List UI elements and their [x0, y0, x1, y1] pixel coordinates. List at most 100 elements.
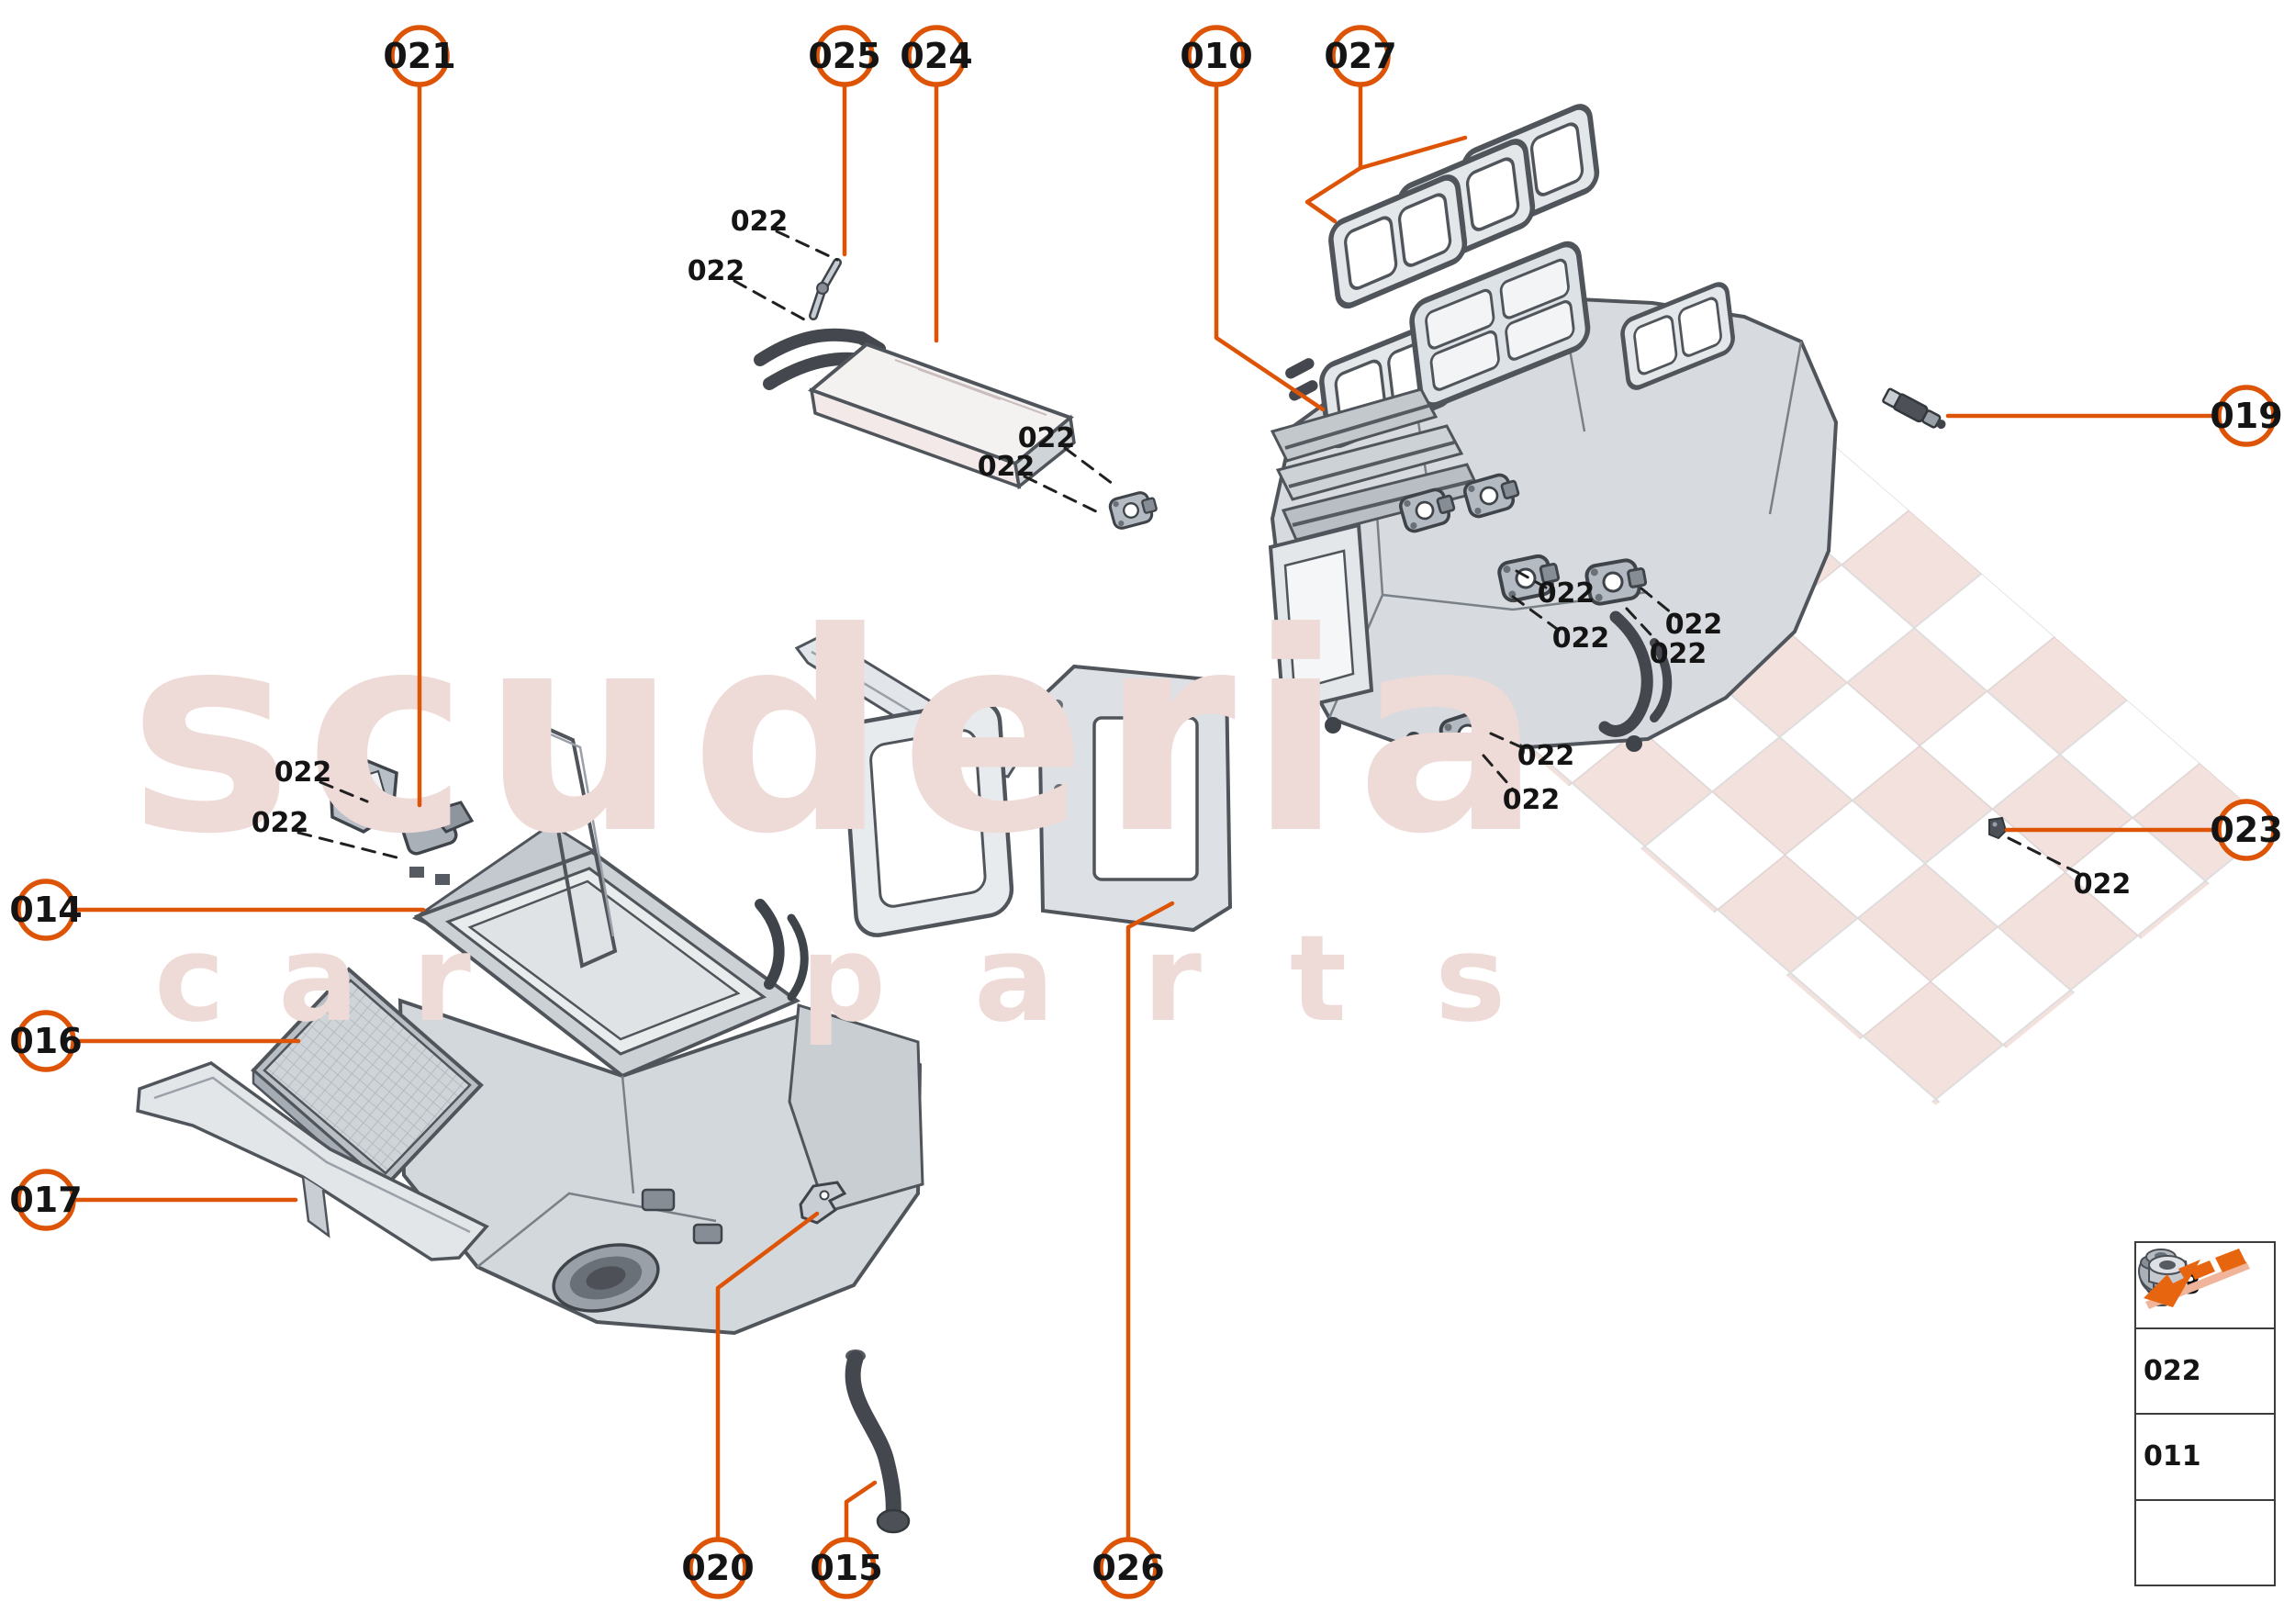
fastener-callout-022: 022 [1515, 569, 1595, 610]
mounting-plate-drawing [794, 633, 1233, 933]
callout-027[interactable]: 027 [1304, 25, 1468, 224]
callout-023[interactable]: 023 [2004, 799, 2283, 861]
fastener-label: 022 [1517, 740, 1575, 772]
fastener-dash-line [1640, 587, 1678, 619]
callout-020[interactable]: 020 [681, 1211, 820, 1599]
callout-circle[interactable] [1186, 25, 1247, 87]
callout-leader-line [1214, 82, 1326, 412]
fastener-label: 022 [1538, 577, 1595, 610]
callout-015[interactable]: 015 [810, 1480, 883, 1599]
callout-number: 024 [900, 36, 972, 76]
fastener-dash-line [297, 831, 406, 861]
callout-leader-line [1304, 135, 1468, 224]
fastener-label: 022 [1650, 638, 1707, 670]
fastener-label: 022 [731, 206, 789, 238]
heater-core-drawing [808, 342, 1076, 490]
callout-circle[interactable] [816, 1537, 877, 1599]
callout-circle[interactable] [2216, 799, 2277, 861]
callout-016[interactable]: 016 [9, 1010, 301, 1072]
fastener-callout-022: 022 [978, 451, 1103, 516]
fastener-callout-022: 022 [688, 255, 806, 321]
fastener-label: 022 [252, 807, 309, 839]
legend-row-screw[interactable]: 022 [2136, 1249, 2274, 1415]
fastener-dash-line [1023, 475, 1103, 516]
callout-number: 016 [9, 1021, 82, 1061]
callout-number: 027 [1324, 36, 1396, 76]
legend-row-logo[interactable] [2136, 1249, 2274, 1585]
fastener-dash-line [2007, 836, 2080, 875]
callout-number: 017 [9, 1180, 82, 1220]
fastener-label: 022 [1018, 422, 1076, 454]
callout-number: 023 [2210, 810, 2282, 850]
callout-010[interactable]: 010 [1180, 25, 1326, 412]
fastener-callout-022: 022 [1511, 595, 1610, 655]
heater-housing-drawing [1268, 240, 1839, 759]
fastener-dash-line [1063, 446, 1118, 488]
callout-circle[interactable] [2216, 385, 2277, 447]
callout-number: 019 [2210, 396, 2282, 436]
callout-number: 014 [9, 890, 82, 930]
fastener-callout-022: 022 [252, 807, 406, 861]
fastener-callout-022: 022 [1489, 732, 1575, 772]
callout-026[interactable]: 026 [1092, 901, 1175, 1599]
fastener-dash-line [319, 780, 369, 803]
callout-leader-line [715, 1211, 820, 1542]
fastener-label: 022 [274, 756, 332, 789]
callout-circle[interactable] [16, 1169, 76, 1231]
blower-housing-drawing [397, 823, 924, 1336]
fastener-dash-line [733, 279, 806, 321]
fastener-dash-line [1489, 732, 1528, 751]
fastener-dash-line [1482, 754, 1517, 793]
callout-leader-line [844, 1480, 878, 1542]
legend-number: 022 [2144, 1354, 2201, 1387]
fastener-label: 022 [2074, 868, 2132, 901]
fastener-label: 022 [1665, 609, 1723, 641]
callout-019[interactable]: 019 [1945, 385, 2283, 447]
callout-014[interactable]: 014 [9, 879, 426, 941]
callout-025[interactable]: 025 [808, 25, 881, 257]
fastener-callout-022: 022 [1625, 607, 1707, 670]
fastener-callout-022: 022 [731, 206, 839, 262]
retaining-frame-drawing [537, 722, 618, 969]
fastener-dash-line [775, 230, 839, 262]
callout-number: 020 [681, 1548, 754, 1588]
fastener-callout-022: 022 [1018, 422, 1118, 488]
fastener-dash-line [1515, 569, 1548, 589]
fastener-callout-022: 022 [1482, 754, 1561, 816]
legend-row-nut[interactable]: 011 [2136, 1254, 2274, 1501]
air-flap-parts [329, 758, 475, 885]
callout-017[interactable]: 017 [9, 1169, 298, 1231]
callout-number: 025 [808, 36, 880, 76]
fastener-callout-022: 022 [1640, 587, 1723, 641]
legend-number: 011 [2144, 1440, 2201, 1473]
callout-number: 026 [1092, 1548, 1164, 1588]
seal-frame-drawing [842, 699, 1014, 937]
callout-leader-line [1125, 901, 1175, 1542]
fastener-label: 022 [1503, 784, 1561, 816]
callout-circle[interactable] [16, 879, 76, 941]
fastener-dash-line [1511, 595, 1562, 633]
callout-024[interactable]: 024 [900, 25, 973, 343]
callout-number: 021 [383, 36, 455, 76]
callout-circle[interactable] [1330, 25, 1391, 87]
fastener-label: 022 [1552, 622, 1610, 655]
callout-number: 015 [810, 1548, 882, 1588]
callout-021[interactable]: 021 [383, 25, 456, 808]
callout-circle[interactable] [906, 25, 967, 87]
retaining-clip [1988, 816, 2008, 840]
callout-number: 010 [1180, 36, 1252, 76]
fastener-label: 022 [688, 255, 745, 287]
temperature-sensor [1882, 387, 1946, 430]
fastener-callout-022: 022 [274, 756, 369, 803]
fastener-label: 022 [978, 451, 1036, 483]
callout-circle[interactable] [688, 1537, 748, 1599]
fastener-dash-line [1625, 607, 1663, 648]
fastener-legend: 013 022 011 [2134, 1241, 2276, 1586]
callout-circle[interactable] [16, 1010, 76, 1072]
callout-circle[interactable] [389, 25, 450, 87]
callout-circle[interactable] [1098, 1537, 1159, 1599]
callout-circle[interactable] [814, 25, 875, 87]
